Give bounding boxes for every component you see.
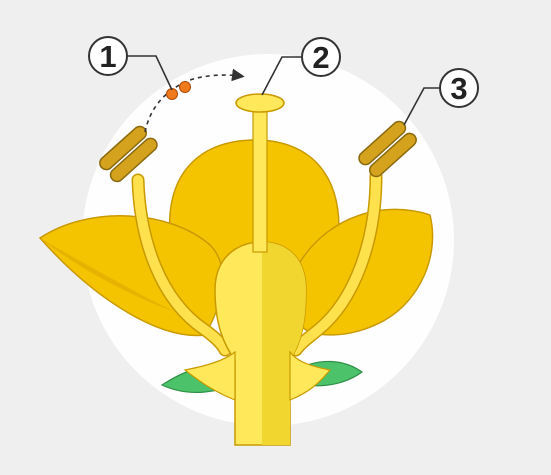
callout-2-number: 2 [312,40,329,75]
stigma [236,94,284,112]
pollen-grain-2 [180,82,191,93]
callout-1-number: 1 [99,39,116,74]
pollen-grain-1 [167,89,178,100]
callout-3-number: 3 [450,71,467,106]
callout-1-leader [126,56,172,90]
style-stalk [253,102,267,252]
